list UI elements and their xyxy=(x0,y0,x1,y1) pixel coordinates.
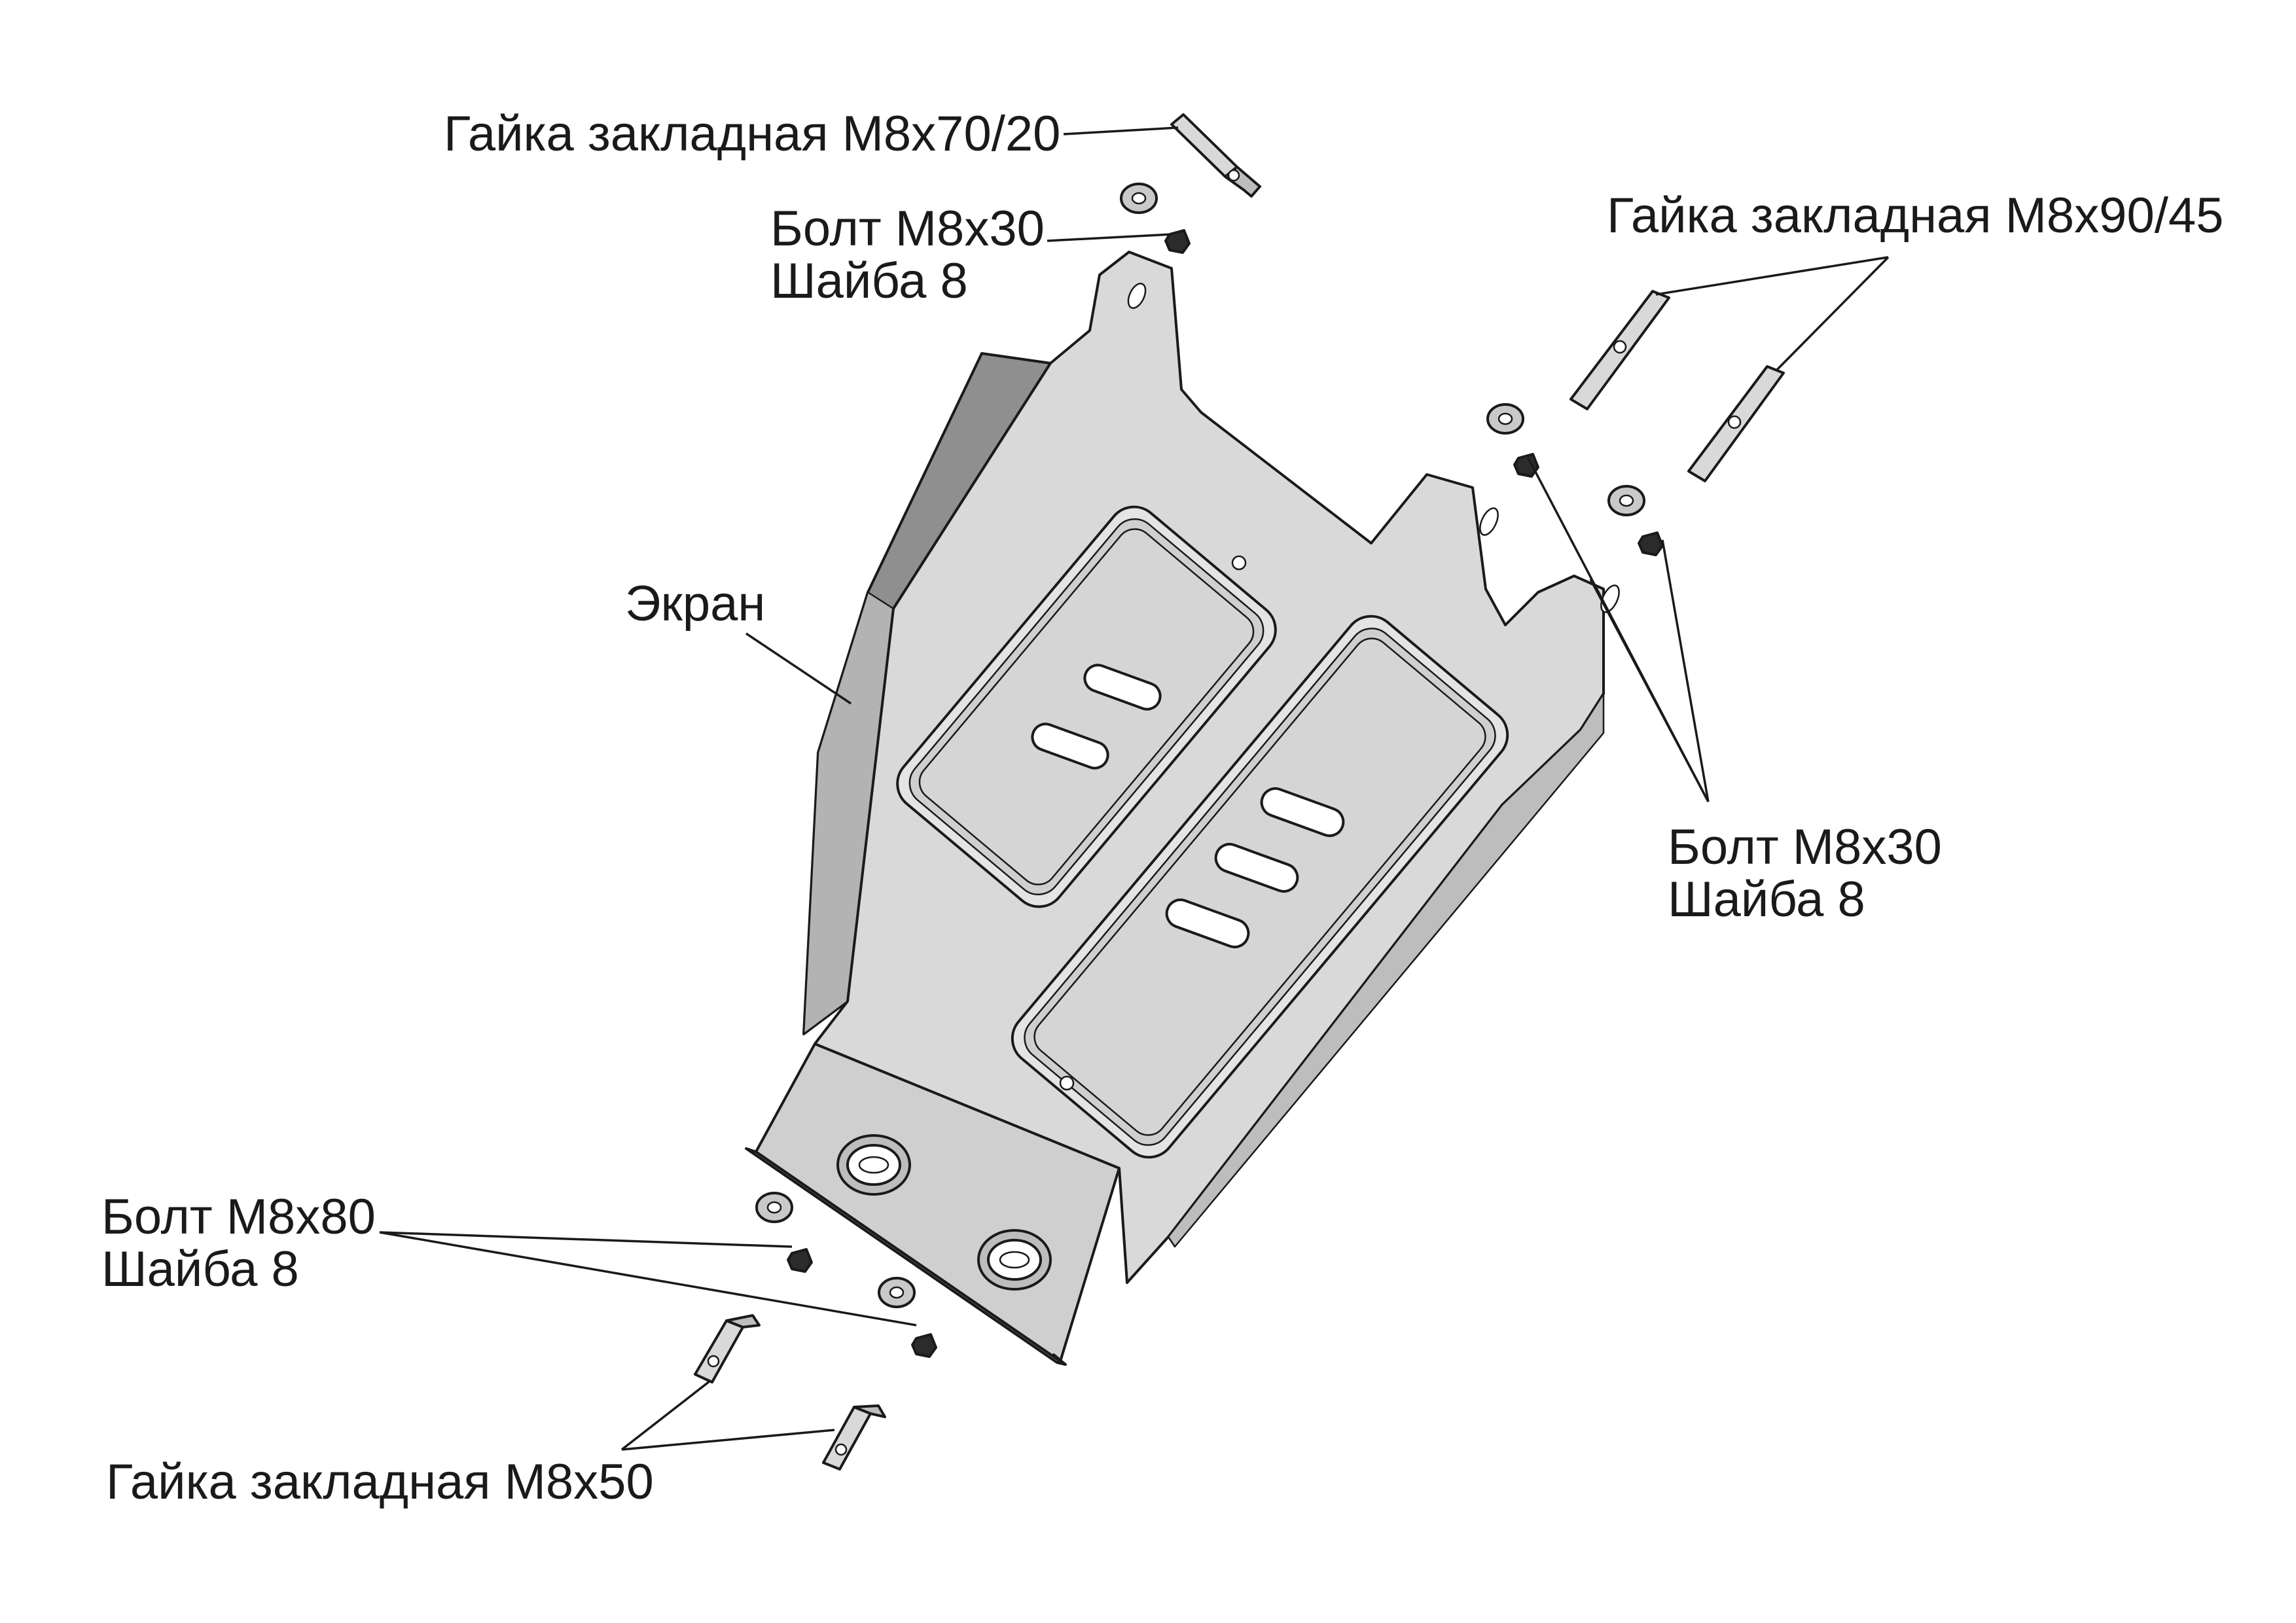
skid-plate xyxy=(745,251,1620,1366)
vent-slot xyxy=(1214,842,1299,893)
insert-nut-right-2 xyxy=(1687,365,1785,482)
label-nut-bottom: Гайка закладная М8х50 xyxy=(106,1454,654,1510)
plate-face xyxy=(814,251,1605,1284)
recess-panel-left xyxy=(896,505,1277,908)
leader-nut-right-2 xyxy=(1776,256,1890,371)
leader-bolt-right-3 xyxy=(1661,539,1710,802)
washer-bolt-right-2 xyxy=(1607,485,1664,556)
front-hole-right xyxy=(977,1229,1052,1291)
label-nut-top: Гайка закладная М8х70/20 xyxy=(444,106,1060,162)
callouts: Гайка закладная М8х70/20 Болт М8х30 Шайб… xyxy=(101,106,2223,1510)
leader-nut-right-1 xyxy=(1655,256,1889,296)
insert-nut-top xyxy=(1170,113,1261,198)
label-bolt-bottom-line2: Шайба 8 xyxy=(101,1241,299,1297)
label-bolt-top-line1: Болт М8х30 xyxy=(770,201,1045,257)
leader-nut-top xyxy=(1063,126,1179,135)
insert-nut-right-1 xyxy=(1570,290,1670,410)
tab-slot-mid-right xyxy=(1479,507,1499,536)
washer-bolt-bottom-1 xyxy=(755,1192,813,1273)
label-nut-right: Гайка закладная М8х90/45 xyxy=(1607,188,2223,243)
label-bolt-top-line2: Шайба 8 xyxy=(770,253,968,309)
vent-slots xyxy=(1031,664,1345,949)
plate-side-flange-edge xyxy=(802,591,895,1035)
label-screen: Экран xyxy=(625,576,765,632)
leader-bolt-bottom-1 xyxy=(379,1231,793,1248)
vent-slot xyxy=(1260,787,1345,838)
label-bolt-right-line2: Шайба 8 xyxy=(1668,872,1865,927)
front-hole-left xyxy=(836,1134,911,1196)
washer-bolt-right-1 xyxy=(1486,403,1539,478)
washer-bolt-top xyxy=(1120,183,1191,254)
plate-rear-flange xyxy=(1167,692,1605,1248)
vent-slot xyxy=(1031,722,1109,770)
washer-bolt-bottom-2 xyxy=(878,1277,937,1358)
insert-nut-bottom-1 xyxy=(694,1314,761,1383)
tab-slot-top xyxy=(1127,283,1147,309)
recess-panel-right xyxy=(1011,615,1509,1159)
insert-nut-bottom-2 xyxy=(822,1404,886,1471)
leader-screen xyxy=(745,632,852,705)
leader-bolt-bottom-2 xyxy=(379,1231,917,1327)
leader-bolt-top xyxy=(1047,233,1172,242)
leader-nut-bottom-1 xyxy=(620,1380,711,1451)
leader-nut-bottom-2 xyxy=(621,1429,835,1451)
plate-front-flange-lip xyxy=(745,1147,1067,1366)
leader-bolt-right-2 xyxy=(1589,579,1710,802)
leader-lines xyxy=(379,126,1890,1451)
panel-hole xyxy=(1231,555,1247,571)
vent-slot xyxy=(1083,664,1162,711)
panel-hole xyxy=(1059,1075,1075,1091)
vent-slot xyxy=(1165,898,1250,949)
label-bolt-bottom-line1: Болт М8х80 xyxy=(101,1189,376,1245)
label-bolt-right-line1: Болт М8х30 xyxy=(1668,819,1942,875)
